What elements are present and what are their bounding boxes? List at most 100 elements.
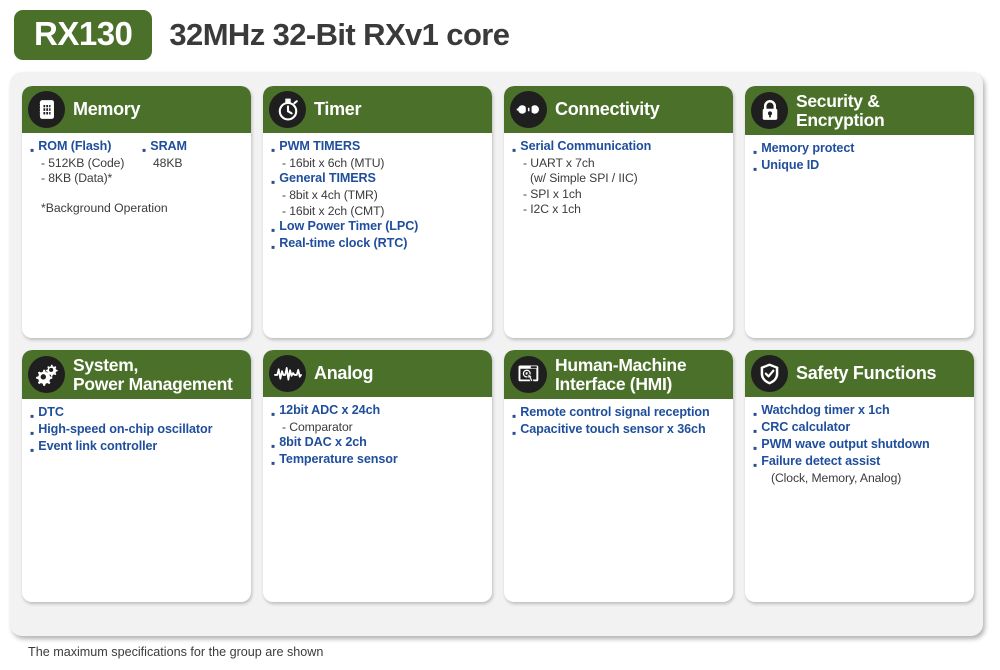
feature-item: ▪PWM TIMERS (271, 139, 484, 156)
feature-subitem: - 16bit x 6ch (MTU) (282, 156, 385, 170)
feature-card-safety: Safety Functions▪Watchdog timer x 1ch▪CR… (745, 350, 974, 602)
feature-subitem: (w/ Simple SPI / IIC) (530, 171, 638, 186)
feature-item: ▪Low Power Timer (LPC) (271, 219, 484, 236)
feature-item: ▪Remote control signal reception (512, 405, 725, 422)
feature-item-label: Capacitive touch sensor x 36ch (520, 422, 706, 436)
feature-item: ▪Real-time clock (RTC) (271, 236, 484, 253)
feature-item: ▪PWM wave output shutdown (753, 437, 966, 454)
feature-card-grid: Memory▪ROM (Flash)- 512KB (Code)- 8KB (D… (22, 86, 974, 626)
feature-item: ▪CRC calculator (753, 420, 966, 437)
feature-subitem: - 8KB (Data)* (41, 171, 113, 186)
card-title-security: Security & Encryption (796, 90, 885, 130)
feature-subitem: - 512KB (Code) (41, 156, 125, 170)
card-body-connectivity: ▪Serial Communication- UART x 7ch(w/ Sim… (504, 133, 733, 338)
card-body-safety: ▪Watchdog timer x 1ch▪CRC calculator▪PWM… (745, 397, 974, 602)
feature-card-hmi: Human-Machine Interface (HMI)▪Remote con… (504, 350, 733, 602)
feature-item-label: ROM (Flash) (38, 139, 112, 153)
bullet-marker: ▪ (753, 441, 758, 455)
feature-item-label: 12bit ADC x 24ch (279, 403, 381, 417)
bullet-marker: ▪ (30, 143, 35, 157)
feature-item: ▪ROM (Flash) (30, 139, 142, 156)
card-header-system-power: System, Power Management (22, 350, 251, 399)
feature-item-label: Unique ID (761, 158, 820, 172)
feature-item: ▪8bit DAC x 2ch (271, 435, 484, 452)
bullet-marker: ▪ (753, 424, 758, 438)
feature-item: ▪Event link controller (30, 439, 243, 456)
bullet-marker: ▪ (271, 239, 276, 254)
feature-item-label: Event link controller (38, 439, 158, 453)
feature-item-label: Temperature sensor (279, 452, 398, 467)
feature-item: ▪Capacitive touch sensor x 36ch (512, 422, 725, 439)
feature-subitem: 48KB (153, 156, 183, 170)
card-body-memory: ▪ROM (Flash)- 512KB (Code)- 8KB (Data)*▪… (22, 133, 251, 338)
card-body-analog: ▪12bit ADC x 24ch- Comparator▪8bit DAC x… (263, 397, 492, 602)
memory-footnote: *Background Operation (41, 200, 168, 215)
bullet-marker: ▪ (753, 458, 758, 472)
gears-icon (28, 356, 65, 393)
feature-item: ▪Unique ID (753, 158, 966, 175)
card-body-timer: ▪PWM TIMERS- 16bit x 6ch (MTU)▪General T… (263, 133, 492, 338)
bullet-marker: ▪ (142, 143, 147, 157)
feature-item-label: Serial Communication (520, 139, 652, 153)
bullet-marker: ▪ (512, 426, 517, 440)
memory-columns: ▪ROM (Flash)- 512KB (Code)- 8KB (Data)*▪… (30, 139, 243, 187)
feature-card-connectivity: Connectivity▪Serial Communication- UART … (504, 86, 733, 338)
bullet-marker: ▪ (753, 145, 758, 159)
card-header-safety: Safety Functions (745, 350, 974, 397)
bullet-marker: ▪ (512, 409, 517, 423)
feature-item-label: High-speed on-chip oscillator (38, 422, 213, 436)
feature-item: ▪Watchdog timer x 1ch (753, 403, 966, 420)
feature-subitem: (Clock, Memory, Analog) (771, 471, 902, 485)
feature-item-label: 8bit DAC x 2ch (279, 435, 367, 450)
card-title-timer: Timer (314, 98, 362, 119)
feature-subitem: - I2C x 1ch (523, 201, 581, 216)
feature-item-label: Watchdog timer x 1ch (761, 403, 890, 417)
bullet-marker: ▪ (753, 162, 758, 176)
feature-card-system-power: System, Power Management▪DTC▪High-speed … (22, 350, 251, 602)
feature-subitem: - 16bit x 2ch (CMT) (282, 203, 385, 218)
feature-item: ▪Serial Communication (512, 139, 725, 156)
feature-item: ▪SRAM (142, 139, 242, 156)
plug-connector-icon (510, 91, 547, 128)
bullet-marker: ▪ (30, 443, 35, 457)
feature-item-label: Remote control signal reception (520, 405, 710, 419)
card-body-hmi: ▪Remote control signal reception▪Capacit… (504, 399, 733, 602)
card-header-connectivity: Connectivity (504, 86, 733, 133)
bullet-marker: ▪ (271, 143, 276, 157)
bullet-marker: ▪ (30, 426, 35, 440)
feature-item: ▪Failure detect assist (753, 454, 966, 471)
card-header-security: Security & Encryption (745, 86, 974, 135)
spacer (30, 187, 243, 201)
card-title-system-power: System, Power Management (73, 354, 233, 394)
card-header-timer: Timer (263, 86, 492, 133)
feature-item-label: PWM wave output shutdown (761, 437, 930, 451)
feature-subitem: - SPI x 1ch (523, 186, 582, 201)
feature-panel: Memory▪ROM (Flash)- 512KB (Code)- 8KB (D… (10, 72, 983, 636)
bullet-marker: ▪ (271, 456, 276, 471)
stopwatch-icon (269, 91, 306, 128)
feature-item-label: PWM TIMERS (279, 139, 361, 153)
touchscreen-icon (510, 356, 547, 393)
feature-item-label: DTC (38, 405, 64, 419)
title-bar: RX130 32MHz 32-Bit RXv1 core (0, 0, 1000, 70)
feature-subitem: - 8bit x 4ch (TMR) (282, 188, 378, 203)
memory-chip-icon (28, 91, 65, 128)
card-title-connectivity: Connectivity (555, 98, 660, 119)
feature-item: ▪12bit ADC x 24ch (271, 403, 484, 420)
bullet-marker: ▪ (271, 407, 276, 421)
feature-item: ▪Temperature sensor (271, 452, 484, 469)
feature-card-memory: Memory▪ROM (Flash)- 512KB (Code)- 8KB (D… (22, 86, 251, 338)
card-title-analog: Analog (314, 362, 374, 383)
feature-item-label: Memory protect (761, 141, 855, 155)
chip-name-badge: RX130 (14, 9, 153, 61)
feature-subitem: - UART x 7ch (523, 156, 595, 170)
footer-note: The maximum specifications for the group… (28, 645, 324, 659)
shield-check-icon (751, 355, 788, 392)
card-title-safety: Safety Functions (796, 362, 937, 383)
waveform-icon (269, 355, 306, 392)
bullet-marker: ▪ (271, 175, 276, 190)
bullet-marker: ▪ (512, 143, 517, 157)
feature-item-label: CRC calculator (761, 420, 851, 434)
